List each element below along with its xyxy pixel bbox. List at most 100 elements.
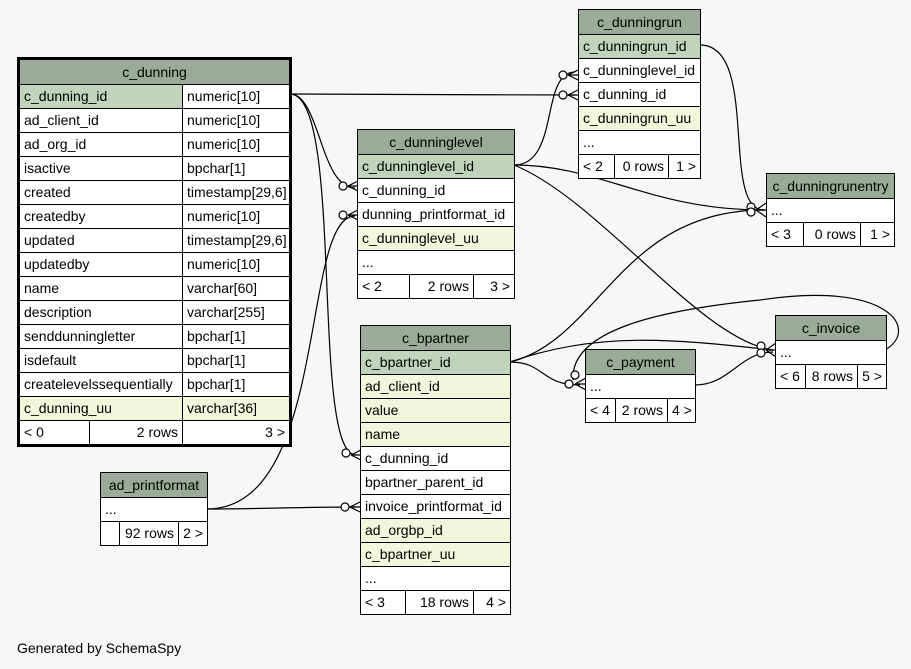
edge-invoice-to-payment [572,294,900,381]
edge-bpartner-to-dunningrunentry [509,209,765,363]
table-row: c_dunning_id [579,83,700,107]
edge-printformat-to-bpartner [206,506,357,510]
parents-count: < 3 [771,226,791,242]
table-title: ad_printformat [101,473,207,498]
table-row: c_bpartner_id [361,351,510,375]
table-c-dunningrunentry[interactable]: c_dunningrunentry ... < 3 0 rows 1 > [766,173,895,247]
table-footer: 92 rows 2 > [101,522,207,545]
table-footer: < 2 0 rows 1 > [579,155,700,178]
table-row: isactive bpchar[1] [20,157,289,181]
parents-count: < 6 [780,368,800,384]
table-row: c_dunningrun_id [579,35,700,59]
edge-dunninglevel-to-dunningrunentry [513,164,765,211]
table-row: c_dunning_id [358,179,514,203]
table-c-dunningrun[interactable]: c_dunningrun c_dunningrun_id c_dunningle… [578,9,701,179]
children-count: 5 > [857,365,886,388]
table-footer: < 2 2 rows 3 > [358,275,514,298]
table-row: updated timestamp[29,6] [20,229,289,253]
edge-dunninglevel-to-dunningrun [513,71,576,166]
row-count: 92 rows [119,522,178,545]
parents-count: < 2 [362,278,382,294]
edge-printformat-to-dunninglevel [206,215,356,510]
row-count: 0 rows [614,155,668,178]
table-row: ad_org_id numeric[10] [20,133,289,157]
table-footer: < 4 2 rows 4 > [586,399,695,422]
table-title: c_payment [586,350,695,375]
table-row: createdby numeric[10] [20,205,289,229]
table-row: c_bpartner_uu [361,543,510,567]
table-row: c_dunning_uu varchar[36] [20,397,289,421]
table-row: invoice_printformat_id [361,495,510,519]
parents-count [101,522,119,545]
parents-count: < 3 [365,594,385,610]
row-count: 2 rows [89,421,182,444]
table-row: c_dunninglevel_id [358,155,514,179]
parents-count: < 2 [583,158,603,174]
table-row: created timestamp[29,6] [20,181,289,205]
edge-dunninglevel-to-invoice [513,164,774,351]
row-count: 0 rows [803,223,860,246]
table-row: c_dunning_id [361,447,510,471]
table-row: ... [586,375,695,399]
table-c-dunninglevel[interactable]: c_dunninglevel c_dunninglevel_id c_dunni… [357,129,515,299]
table-row: isdefault bpchar[1] [20,349,289,373]
children-count: 4 > [473,591,510,614]
table-title: c_bpartner [361,326,510,351]
edge-dunningrun-to-dunningrunentry [699,44,765,211]
edge-dunning-to-bpartner [289,93,357,456]
table-row: bpartner_parent_id [361,471,510,495]
children-count: 3 > [473,275,514,298]
table-footer: < 6 8 rows 5 > [776,365,886,388]
table-title: c_dunningrunentry [767,174,894,199]
table-row: ... [579,131,700,155]
table-c-payment[interactable]: c_payment ... < 4 2 rows 4 > [585,349,696,423]
table-title: c_dunninglevel [358,130,514,155]
table-row: c_dunninglevel_id [579,59,700,83]
table-title: c_invoice [776,316,886,341]
table-row: updatedby numeric[10] [20,253,289,277]
table-footer: < 3 18 rows 4 > [361,591,510,614]
generated-by-label: Generated by SchemaSpy [17,640,182,656]
children-count: 1 > [860,223,894,246]
edge-dunning-to-dunningrun [289,93,576,96]
table-row: ad_orgbp_id [361,519,510,543]
parents-count: < 4 [590,402,610,418]
table-c-bpartner[interactable]: c_bpartner c_bpartner_id ad_client_id va… [360,325,511,615]
table-row: ... [776,341,886,365]
children-count: 4 > [667,399,695,422]
edge-dunning-to-dunninglevel [289,93,356,189]
table-ad-printformat[interactable]: ad_printformat ... 92 rows 2 > [100,472,208,546]
table-row: description varchar[255] [20,301,289,325]
children-count: 3 > [182,421,289,444]
table-row: dunning_printformat_id [358,203,514,227]
edge-bpartner-to-invoice [509,339,774,363]
table-row: ... [358,251,514,275]
table-row: senddunningletter bpchar[1] [20,325,289,349]
row-count: 8 rows [805,365,857,388]
table-row: value [361,399,510,423]
table-row: name varchar[60] [20,277,289,301]
children-count: 1 > [668,155,700,178]
table-c-invoice[interactable]: c_invoice ... < 6 8 rows 5 > [775,315,887,389]
row-count: 2 rows [615,399,667,422]
table-row: c_dunningrun_uu [579,107,700,131]
table-c-dunning[interactable]: c_dunning c_dunning_id numeric[10] ad_cl… [17,57,292,447]
table-row: ad_client_id [361,375,510,399]
table-row: createlevelssequentially bpchar[1] [20,373,289,397]
row-count: 2 rows [409,275,473,298]
table-footer: < 0 2 rows 3 > [20,421,289,444]
table-footer: < 3 0 rows 1 > [767,223,894,246]
table-row: ... [767,199,894,223]
table-row: ... [361,567,510,591]
row-count: 18 rows [405,591,473,614]
table-row: c_dunning_id numeric[10] [20,85,289,109]
table-row: ... [101,498,207,522]
table-title: c_dunning [20,60,289,85]
table-row: ad_client_id numeric[10] [20,109,289,133]
children-count: 2 > [178,522,207,545]
table-title: c_dunningrun [579,10,700,35]
parents-count: < 0 [24,424,44,440]
table-row: name [361,423,510,447]
